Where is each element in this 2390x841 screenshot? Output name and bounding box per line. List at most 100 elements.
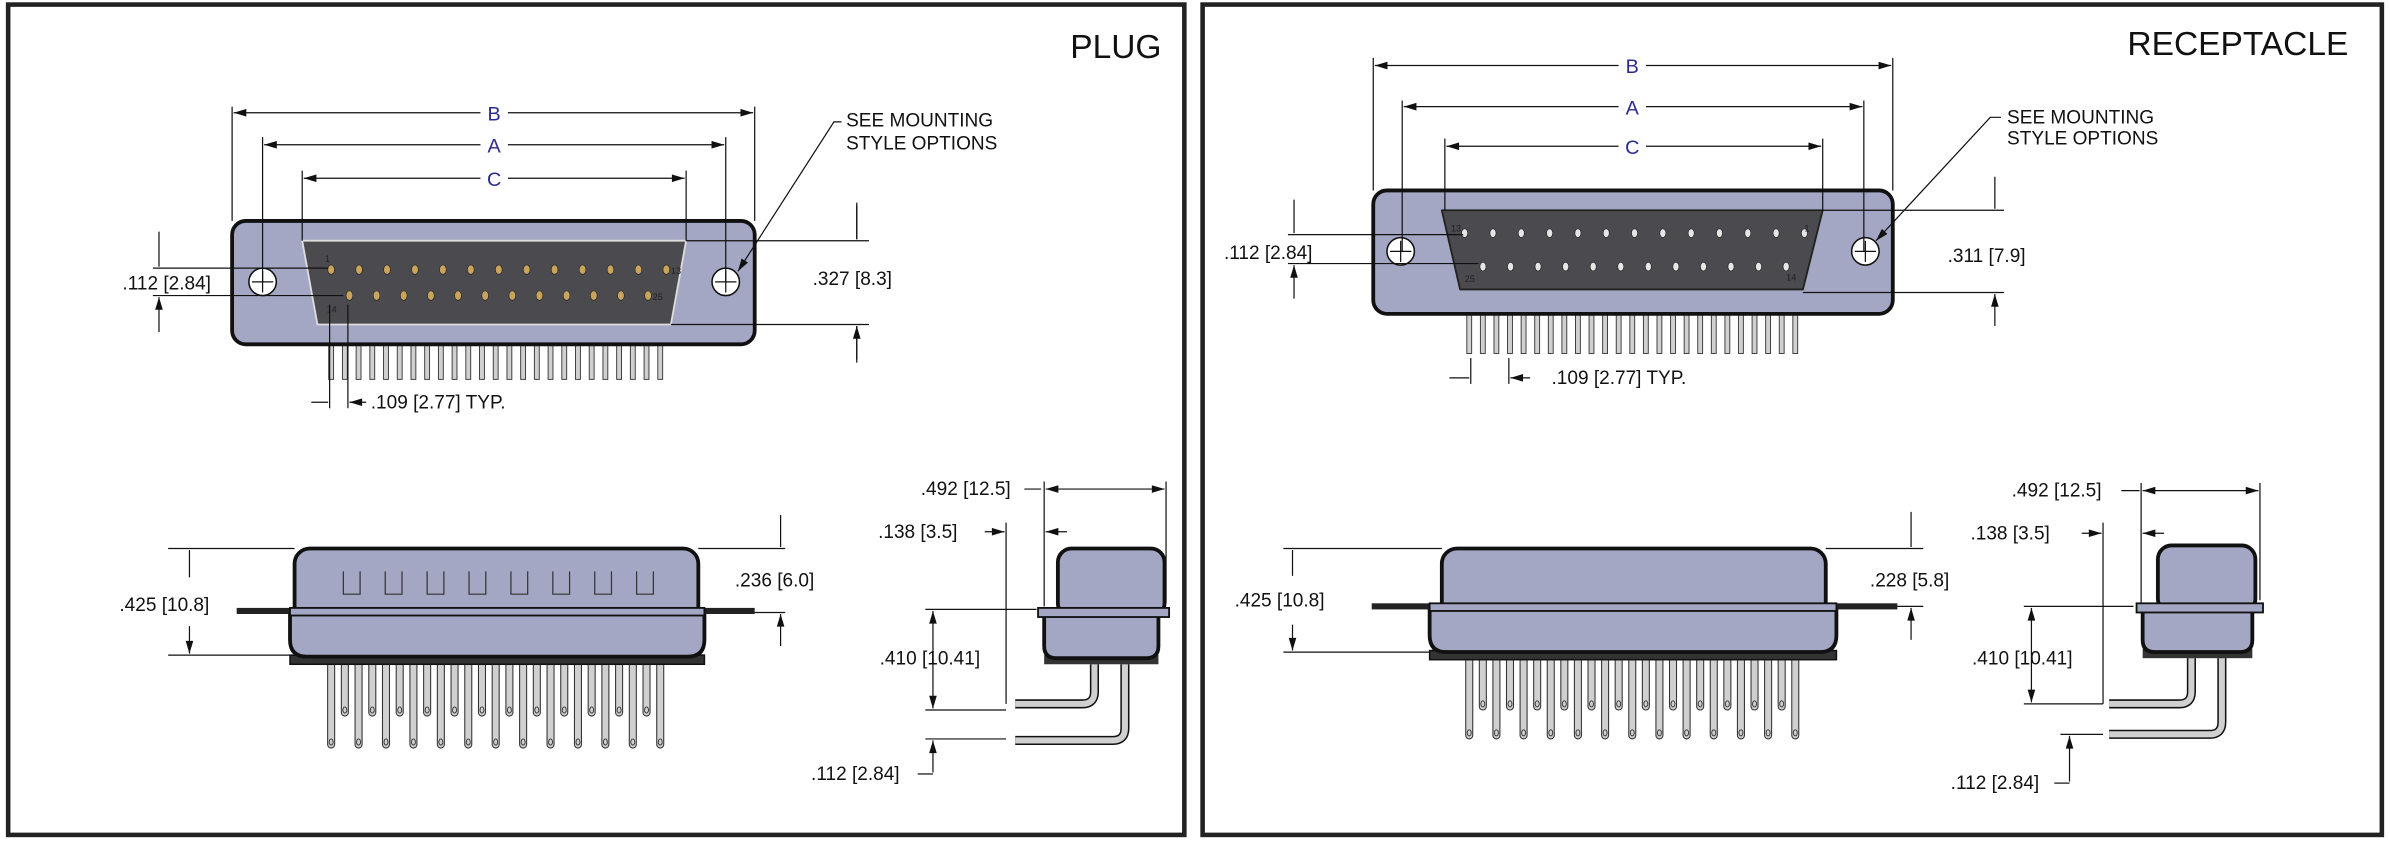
pc-tail [1682, 654, 1691, 740]
dimension-b-label: B [488, 103, 501, 125]
tail-hole [1602, 729, 1608, 737]
shell-dimple [384, 571, 403, 595]
pc-tail [1601, 654, 1610, 740]
pc-tail [491, 657, 500, 749]
contact-pin [617, 290, 625, 301]
contact-pin [495, 264, 503, 275]
tail-hole [644, 706, 649, 714]
pc-tail [1478, 654, 1487, 711]
pin-height-dimension: .410 [10.41] [1972, 648, 2073, 669]
socket-contact [1631, 228, 1638, 238]
receptacle-shell [1440, 209, 1824, 291]
mounting-hole-icon [1850, 236, 1880, 266]
contact-pin [400, 290, 408, 301]
tail-hole [1656, 729, 1662, 737]
contact-pin [634, 264, 643, 275]
plug-end-view: .492 [12.5] .138 [3.5] .410 [10.41] .112… [811, 479, 1171, 785]
depth-dimension: .492 [12.5] [2012, 481, 2102, 502]
contact-pin [578, 264, 587, 275]
tail-hole [1738, 729, 1744, 737]
socket-contact [1727, 262, 1735, 272]
pc-tail [546, 657, 555, 749]
socket-contact [1461, 228, 1469, 238]
pc-tail [1519, 654, 1528, 740]
shell-dimple [552, 571, 571, 595]
plug-shell [301, 239, 688, 326]
socket-contact [1700, 262, 1707, 272]
pc-tail [409, 657, 418, 749]
dimension-c-label: C [1625, 137, 1639, 159]
pc-tail [464, 657, 473, 749]
tail-hole [1724, 700, 1730, 708]
tail-hole [452, 706, 457, 714]
plug-side-view: .425 [10.8] .236 [6.0] [119, 514, 814, 749]
tail-hole [424, 706, 430, 714]
row-spacing-dimension: .112 [2.84] [122, 273, 211, 294]
contact-pin [662, 264, 670, 275]
pc-tail [1696, 654, 1705, 711]
contact-pin [454, 290, 462, 301]
pc-tail [1492, 654, 1501, 740]
tail-hole [493, 738, 499, 746]
socket-contact [1755, 262, 1762, 272]
upper-height-dimension: .228 [5.8] [1870, 571, 1949, 592]
tail-hole [1521, 729, 1527, 737]
tail-hole [1697, 700, 1703, 708]
overall-height-dimension: .425 [10.8] [119, 595, 209, 616]
socket-contact [1772, 228, 1780, 238]
dimension-c-label: C [487, 169, 501, 191]
contact-pin [467, 264, 475, 275]
pc-tail [1641, 654, 1650, 711]
tail-hole [1684, 729, 1690, 737]
socket-contact [1546, 228, 1553, 238]
tail-hole [657, 738, 663, 746]
contact-pin [644, 290, 652, 301]
tail-hole [520, 738, 526, 746]
tail-hole [397, 706, 403, 714]
mounting-note: STYLE OPTIONS [846, 133, 997, 154]
pc-tail [1573, 654, 1582, 740]
contact-pin [372, 290, 381, 301]
shell-height-dimension: .327 [8.3] [813, 269, 892, 290]
socket-contact [1782, 262, 1790, 272]
pc-tail [1736, 654, 1745, 740]
tail-hole [438, 738, 444, 746]
socket-contact [1644, 262, 1652, 272]
contact-pin [427, 290, 435, 301]
contact-pin [411, 264, 419, 275]
pc-tail [327, 657, 336, 749]
tail-hole [465, 738, 471, 746]
pc-tail [1560, 654, 1569, 711]
pin-label: 14 [327, 304, 337, 314]
tail-hole [575, 738, 581, 746]
tail-hole [1711, 729, 1717, 737]
tail-hole [1752, 700, 1757, 708]
contact-pin [481, 290, 489, 301]
pc-tail [1791, 654, 1800, 740]
tail-hole [1493, 729, 1499, 737]
pin-row-spacing-dimension: .112 [2.84] [1951, 773, 2040, 794]
tail-hole [534, 706, 540, 714]
contact-pin [550, 264, 559, 275]
contact-pin [590, 290, 598, 301]
tail-hole [1507, 700, 1513, 708]
pc-tail [656, 657, 665, 749]
tail-hole [602, 738, 608, 746]
tail-hole [1643, 700, 1649, 708]
mounting-note: SEE MOUNTING [846, 110, 993, 131]
tail-hole [561, 706, 567, 714]
dimension-b-label: B [1626, 56, 1639, 78]
pin-label: 25 [1465, 274, 1475, 284]
shell-dimple [468, 571, 487, 595]
pc-tail [628, 657, 637, 749]
plug-front-view: 1 13 14 25 B A C SEE MOUNTING STYLE OPTI… [122, 103, 997, 413]
pin-pitch-dimension: .109 [2.77] TYP. [1552, 368, 1687, 389]
pin-label: 25 [653, 292, 663, 302]
pc-tail [1465, 654, 1474, 740]
pin-pitch-dimension: .109 [2.77] TYP. [371, 392, 506, 413]
contact-pin [606, 264, 615, 275]
tail-hole [1616, 700, 1622, 708]
contact-pin [562, 290, 571, 301]
shell-height-dimension: .311 [7.9] [1948, 246, 2026, 267]
overall-height-dimension: .425 [10.8] [1235, 590, 1325, 611]
